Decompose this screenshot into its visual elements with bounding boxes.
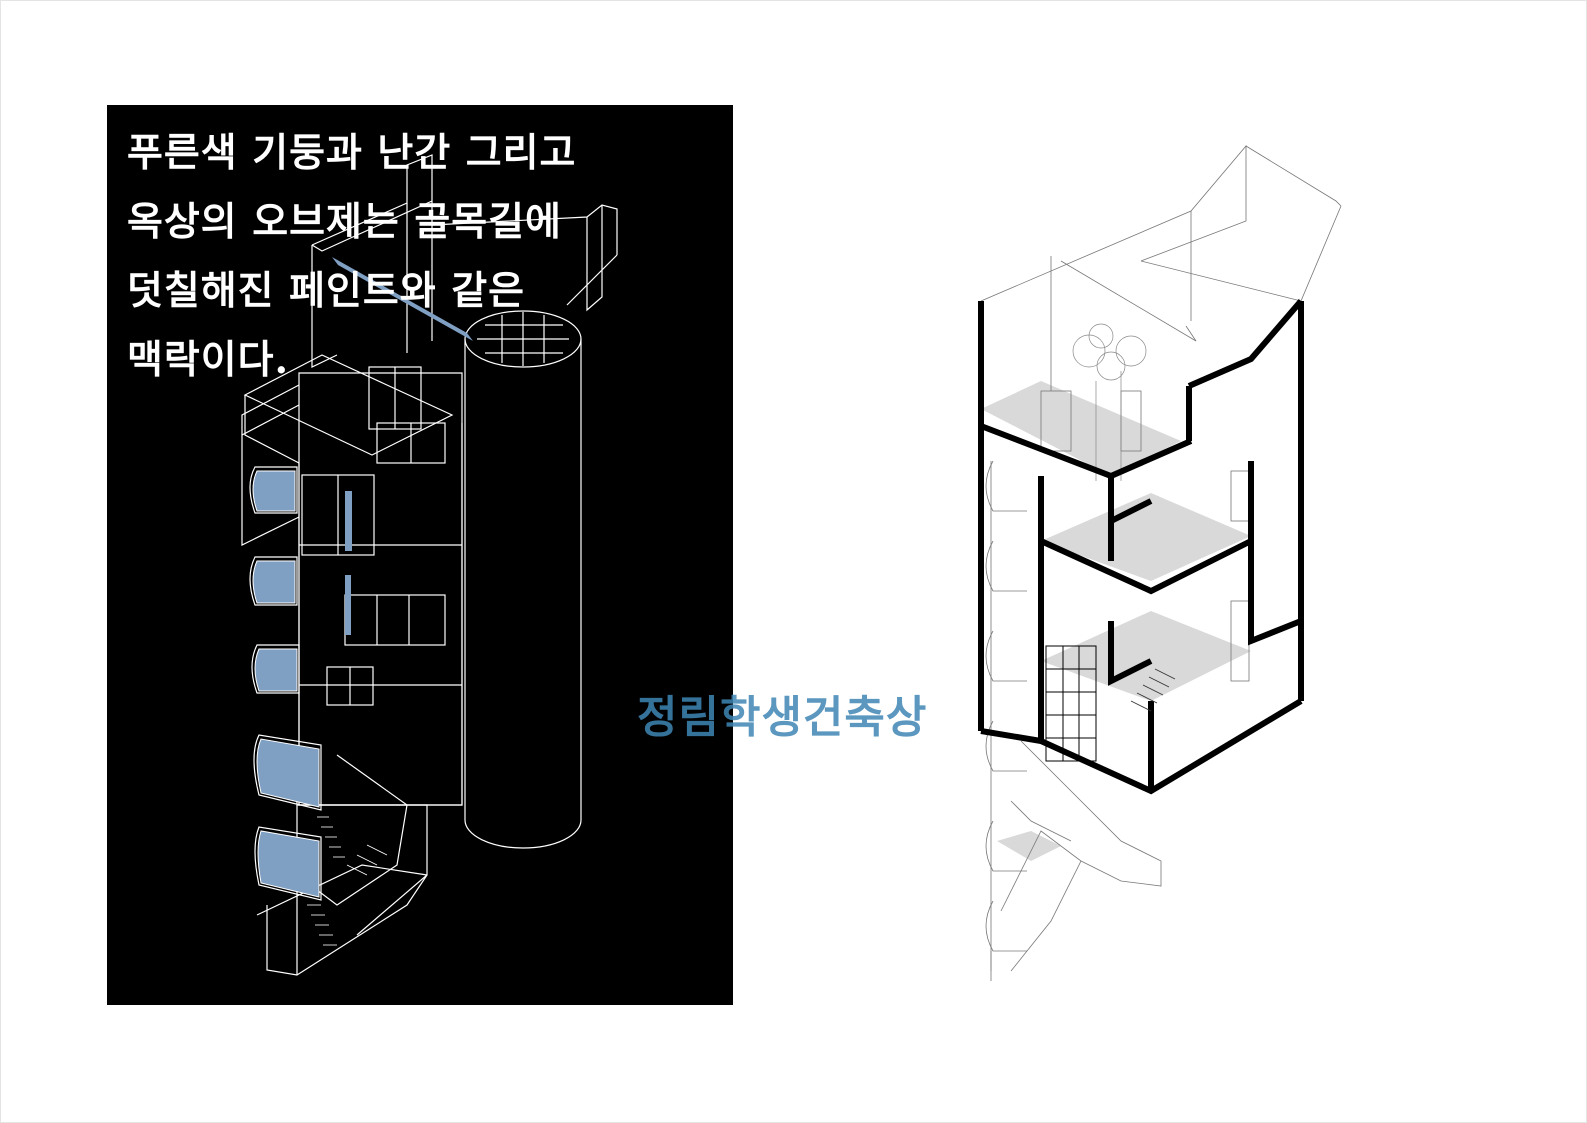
caption-line-1: 푸른색 기둥과 난간 그리고	[127, 130, 577, 176]
caption-line-4: 맥락이다.	[127, 337, 290, 383]
watermark-text: 정림학생건축상	[637, 692, 928, 743]
caption-text: 푸른색 기둥과 난간 그리고 옥상의 오브제는 골목길에 덧칠해진 페인트와 같…	[127, 119, 687, 395]
exterior-axonometric-drawing	[241, 154, 618, 976]
caption-line-3: 덧칠해진 페인트와 같은	[127, 268, 525, 314]
section-axonometric-panel	[961, 141, 1361, 981]
exterior-axonometric-panel: 푸른색 기둥과 난간 그리고 옥상의 오브제는 골목길에 덧칠해진 페인트와 같…	[107, 105, 733, 1005]
caption-line-2: 옥상의 오브제는 골목길에	[127, 199, 562, 245]
section-axonometric-drawing	[978, 144, 1342, 981]
